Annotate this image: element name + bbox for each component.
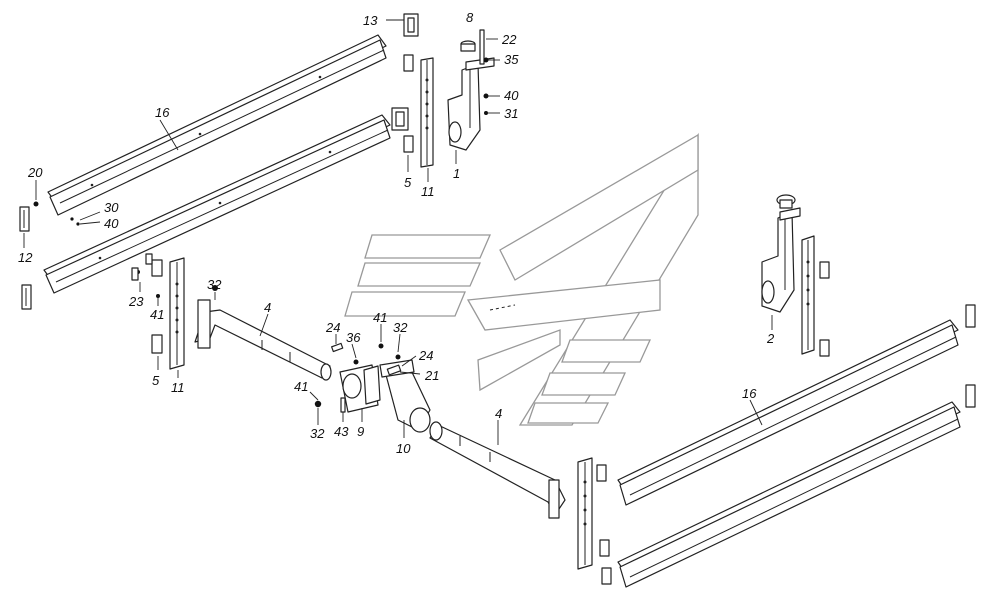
callout-30: 30 (104, 200, 119, 215)
clamp-13-top (403, 13, 419, 37)
callout-labels: 13 8 22 35 40 31 16 20 30 40 12 5 11 1 2… (18, 10, 775, 456)
callout-1: 1 (453, 166, 460, 181)
callout-10: 10 (396, 441, 411, 456)
callout-4a: 4 (264, 300, 271, 315)
callout-9: 9 (357, 424, 364, 439)
plates-right (596, 261, 830, 585)
callout-32b: 32 (393, 320, 408, 335)
stake-right (801, 235, 815, 355)
callout-43: 43 (334, 424, 349, 439)
callout-5a: 5 (404, 175, 412, 190)
callout-40a: 40 (504, 88, 519, 103)
callout-4b: 4 (495, 406, 502, 421)
callout-11b: 11 (171, 380, 185, 395)
end-cap-12-lower (21, 284, 32, 310)
tube-4-right (429, 421, 566, 519)
tube-4-left (194, 285, 332, 381)
callout-32c: 32 (310, 426, 325, 441)
pin-23 (131, 253, 153, 281)
callout-35: 35 (504, 52, 519, 67)
callout-41a: 41 (150, 307, 164, 322)
end-cap-right-lower (965, 384, 976, 408)
bracket-2 (761, 194, 801, 313)
end-cap-12-upper (19, 206, 30, 232)
rail-upper-left-2 (43, 114, 391, 294)
callout-23: 23 (128, 294, 144, 309)
callout-16b: 16 (742, 386, 757, 401)
bracket-1 (447, 57, 495, 151)
small-hardware-center (314, 342, 402, 413)
callout-31: 31 (504, 106, 518, 121)
callout-12: 12 (18, 250, 33, 265)
callout-40b: 40 (104, 216, 119, 231)
washers (33, 57, 489, 298)
callout-8: 8 (466, 10, 474, 25)
callout-13: 13 (363, 13, 378, 28)
callout-41b: 41 (373, 310, 387, 325)
leader-lines (23, 19, 773, 445)
callout-11a: 11 (421, 184, 435, 199)
stake-bottom (577, 457, 593, 570)
plug-8 (460, 40, 476, 52)
callout-22: 22 (501, 32, 517, 47)
plates-5-left (151, 259, 163, 354)
end-cap-right-upper (965, 304, 976, 328)
callout-21: 21 (424, 368, 439, 383)
stake-11-left (169, 257, 185, 370)
callout-24b: 24 (418, 348, 433, 363)
callout-2: 2 (766, 331, 775, 346)
callout-5b: 5 (152, 373, 160, 388)
clamp-13-middle (391, 107, 409, 131)
watermark-logo (344, 132, 699, 426)
callout-24a: 24 (325, 320, 340, 335)
rail-lower-right-2 (617, 401, 961, 588)
stake-11-top (420, 57, 434, 168)
plate-5-top (403, 54, 414, 153)
callout-36: 36 (346, 330, 361, 345)
callout-16a: 16 (155, 105, 170, 120)
bolt-22 (479, 29, 485, 65)
hinge-9 (339, 364, 381, 413)
callout-32a: 32 (207, 277, 222, 292)
callout-20: 20 (27, 165, 43, 180)
rail-lower-right-1 (617, 319, 959, 506)
callout-41c: 41 (294, 379, 308, 394)
rail-upper-left-1 (47, 34, 387, 216)
